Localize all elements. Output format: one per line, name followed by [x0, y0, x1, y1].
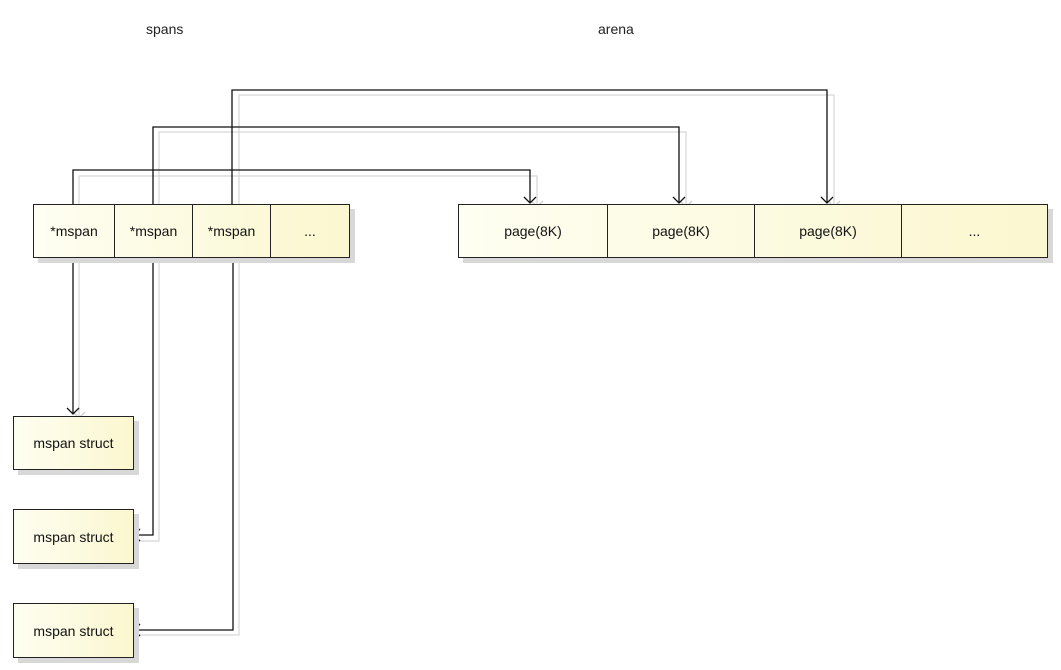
arena-title: arena: [598, 21, 634, 37]
struct-line-2: [133, 258, 154, 542]
pointer-line-3: [231, 89, 834, 205]
arena-array: page(8K) page(8K) page(8K) ...: [458, 204, 1048, 258]
arena-page-1[interactable]: page(8K): [504, 223, 562, 239]
mspan-struct-1[interactable]: mspan struct: [13, 416, 134, 470]
arena-page-3[interactable]: page(8K): [754, 205, 901, 257]
mspan-struct-3[interactable]: mspan struct: [13, 603, 134, 658]
spans-cell-more[interactable]: ...: [270, 205, 349, 257]
pointer-line-2: [152, 126, 686, 205]
pointer-line-1: [72, 169, 537, 205]
struct-line-3: [133, 258, 234, 637]
spans-cell-3[interactable]: *mspan: [192, 205, 270, 257]
spans-cell-1[interactable]: *mspan: [50, 223, 98, 239]
arena-page-2[interactable]: page(8K): [607, 205, 754, 257]
spans-cell-2[interactable]: *mspan: [114, 205, 192, 257]
mspan-struct-2[interactable]: mspan struct: [13, 509, 134, 564]
spans-array: *mspan *mspan *mspan ...: [33, 204, 350, 258]
spans-title: spans: [146, 21, 184, 37]
arena-page-more[interactable]: ...: [901, 205, 1047, 257]
